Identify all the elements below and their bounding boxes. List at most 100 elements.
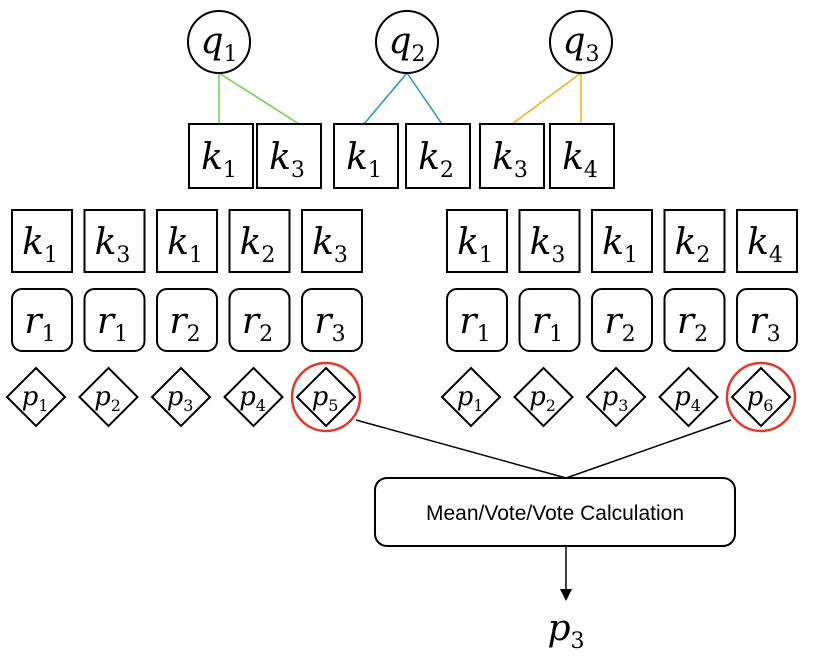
path-cell-label-letter: p [529, 382, 546, 412]
path-cell-label: p1 [22, 382, 49, 415]
query-label-letter: q [200, 21, 223, 62]
key-label-letter: k [201, 137, 223, 178]
key-label-subscript: 2 [440, 158, 454, 183]
path-cell: p5 [290, 361, 362, 433]
path-cell-label-subscript: 6 [763, 396, 773, 415]
path-cell-label: p2 [94, 382, 121, 415]
path-cell-label-letter: p [747, 382, 764, 412]
path-cell-label-subscript: 2 [546, 396, 556, 415]
path-cell-label: p4 [674, 382, 701, 415]
path-cell-label-subscript: 5 [328, 396, 338, 415]
path-cell-label-subscript: 4 [691, 396, 701, 415]
query-label-subscript: 1 [224, 42, 238, 67]
key-cell-label-subscript: 1 [624, 243, 638, 268]
relation-cell-label-letter: r [532, 301, 551, 342]
key-box [333, 123, 399, 189]
key-cell-label-letter: k [530, 222, 552, 263]
key-cell: k3 [518, 209, 581, 273]
key-cell-label-letter: k [747, 222, 769, 263]
key-cell-box [663, 209, 726, 273]
key-cell-box [11, 209, 73, 273]
path-cell-label: p3 [167, 382, 194, 415]
key-cell-label: k1 [602, 222, 638, 268]
key-cell-label-letter: k [167, 222, 189, 263]
key-cell: k1 [446, 209, 508, 273]
key-cell-box [446, 209, 508, 273]
relation-cell-box [591, 288, 653, 352]
relation-cell-box [301, 288, 363, 352]
relation-cell-label-letter: r [459, 301, 478, 342]
key-cell-label: k3 [312, 222, 348, 268]
key-cell-label-subscript: 4 [769, 243, 783, 268]
relation-cell-label-subscript: 2 [694, 322, 708, 347]
key-cell-label: k1 [457, 222, 493, 268]
key-label: k1 [346, 137, 382, 183]
query-key-box: k2 [405, 123, 471, 189]
path-diamond [78, 366, 139, 428]
key-label-letter: k [492, 137, 514, 178]
path-cell: p3 [150, 366, 212, 428]
relation-cell-label-letter: r [242, 301, 261, 342]
path-diamond [150, 366, 212, 428]
query-circle [549, 10, 613, 74]
key-cell-box [228, 209, 291, 273]
query-label: q3 [562, 21, 599, 67]
key-label-subscript: 3 [291, 158, 305, 183]
key-label-letter: k [346, 137, 368, 178]
connector-edges [218, 72, 732, 479]
key-cell-label-subscript: 1 [479, 243, 493, 268]
key-cell-box [301, 209, 363, 273]
key-cell-label: k1 [22, 222, 58, 268]
key-cell-label-subscript: 3 [334, 243, 348, 268]
relation-cell-box [518, 288, 581, 352]
output-subscript: 3 [571, 629, 585, 654]
relation-cell-box [736, 288, 798, 352]
query-key-box: k3 [479, 123, 545, 189]
key-cell-label-letter: k [457, 222, 479, 263]
key-label-letter: k [562, 137, 584, 178]
query-label-subscript: 3 [586, 42, 600, 67]
query-key-box: k4 [549, 123, 615, 189]
key-cell-box [591, 209, 653, 273]
key-cell: k3 [301, 209, 363, 273]
path-cell-label: p5 [312, 382, 339, 415]
relation-cell-label-subscript: 1 [549, 322, 563, 347]
path-diamond [585, 366, 647, 428]
path-cell-label-letter: p [167, 382, 184, 412]
path-cell-label-letter: p [602, 382, 619, 412]
relation-cell-label-subscript: 2 [622, 322, 636, 347]
key-cell: k1 [591, 209, 653, 273]
key-cell: k1 [156, 209, 218, 273]
path-cell: p2 [78, 366, 139, 428]
key-cell-label-subscript: 1 [189, 243, 203, 268]
relation-cell-label-subscript: 2 [187, 322, 201, 347]
key-cell-box [156, 209, 218, 273]
query-label: q2 [388, 21, 425, 67]
path-cell-label-letter: p [22, 382, 39, 412]
query-label-letter: q [562, 21, 585, 62]
path-cell: p2 [513, 366, 574, 428]
query-key-edge [406, 72, 443, 125]
relation-cell-box [663, 288, 726, 352]
path-cell-label: p3 [602, 382, 629, 415]
relation-cell: r1 [446, 288, 508, 352]
key-cell-label: k2 [240, 222, 276, 268]
key-label: k3 [269, 137, 305, 183]
relation-cell-label-letter: r [97, 301, 116, 342]
query-circle [375, 10, 439, 74]
key-cell-label-subscript: 1 [44, 243, 58, 268]
relation-cell-label-subscript: 2 [259, 322, 273, 347]
relation-cell-label-letter: r [169, 301, 188, 342]
key-cell-box [736, 209, 798, 273]
path-cell-label-subscript: 1 [473, 396, 483, 415]
key-cell-label: k4 [747, 222, 783, 268]
output-letter: p [547, 608, 570, 649]
key-cell-label: k3 [95, 222, 131, 268]
path-cell-label-letter: p [312, 382, 329, 412]
query-key-edge [218, 72, 300, 125]
key-cell-label-letter: k [22, 222, 44, 263]
path-cell-label-subscript: 3 [183, 396, 193, 415]
relation-cell-box [446, 288, 508, 352]
